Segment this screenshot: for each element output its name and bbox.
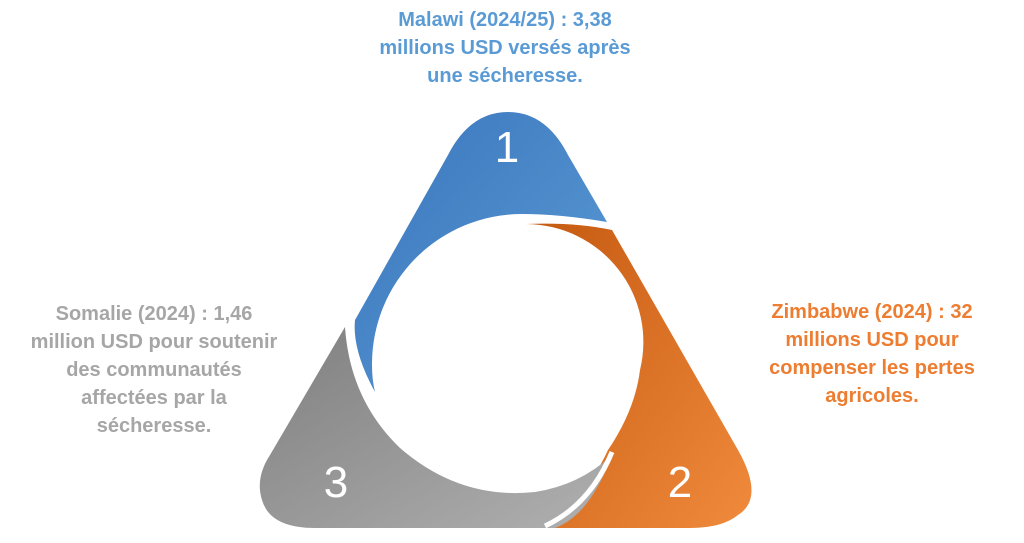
segment-2-number: 2 bbox=[668, 458, 692, 507]
ring-highlight-1 bbox=[348, 321, 375, 402]
caption-line: Zimbabwe (2024) : 32 bbox=[771, 301, 973, 323]
caption-line: une sécheresse. bbox=[427, 65, 583, 87]
ring-highlight-2 bbox=[543, 451, 615, 529]
segment-2-caption: Zimbabwe (2024) : 32 millions USD pour c… bbox=[722, 298, 1022, 410]
caption-line: millions USD versés après bbox=[379, 37, 631, 59]
caption-line: agricoles. bbox=[825, 385, 919, 407]
segment-1-number: 1 bbox=[495, 123, 519, 172]
caption-line: compenser les pertes bbox=[769, 357, 975, 379]
segment-3-number: 3 bbox=[324, 458, 348, 507]
caption-line: affectées par la bbox=[81, 387, 227, 409]
caption-line: sécheresse. bbox=[96, 415, 212, 437]
segment-3-caption: Somalie (2024) : 1,46 million USD pour s… bbox=[4, 300, 304, 440]
caption-line: des communautés bbox=[66, 359, 242, 381]
caption-line: Somalie (2024) : 1,46 bbox=[55, 303, 253, 325]
segment-3-shape bbox=[259, 327, 612, 528]
caption-line: Malawi (2024/25) : 3,38 bbox=[398, 9, 612, 31]
segment-1-caption: Malawi (2024/25) : 3,38 millions USD ver… bbox=[340, 6, 670, 90]
segment-1-shape bbox=[354, 112, 607, 392]
caption-line: million USD pour soutenir bbox=[30, 331, 278, 353]
segment-2-shape bbox=[526, 223, 752, 528]
caption-line: millions USD pour bbox=[785, 329, 959, 351]
